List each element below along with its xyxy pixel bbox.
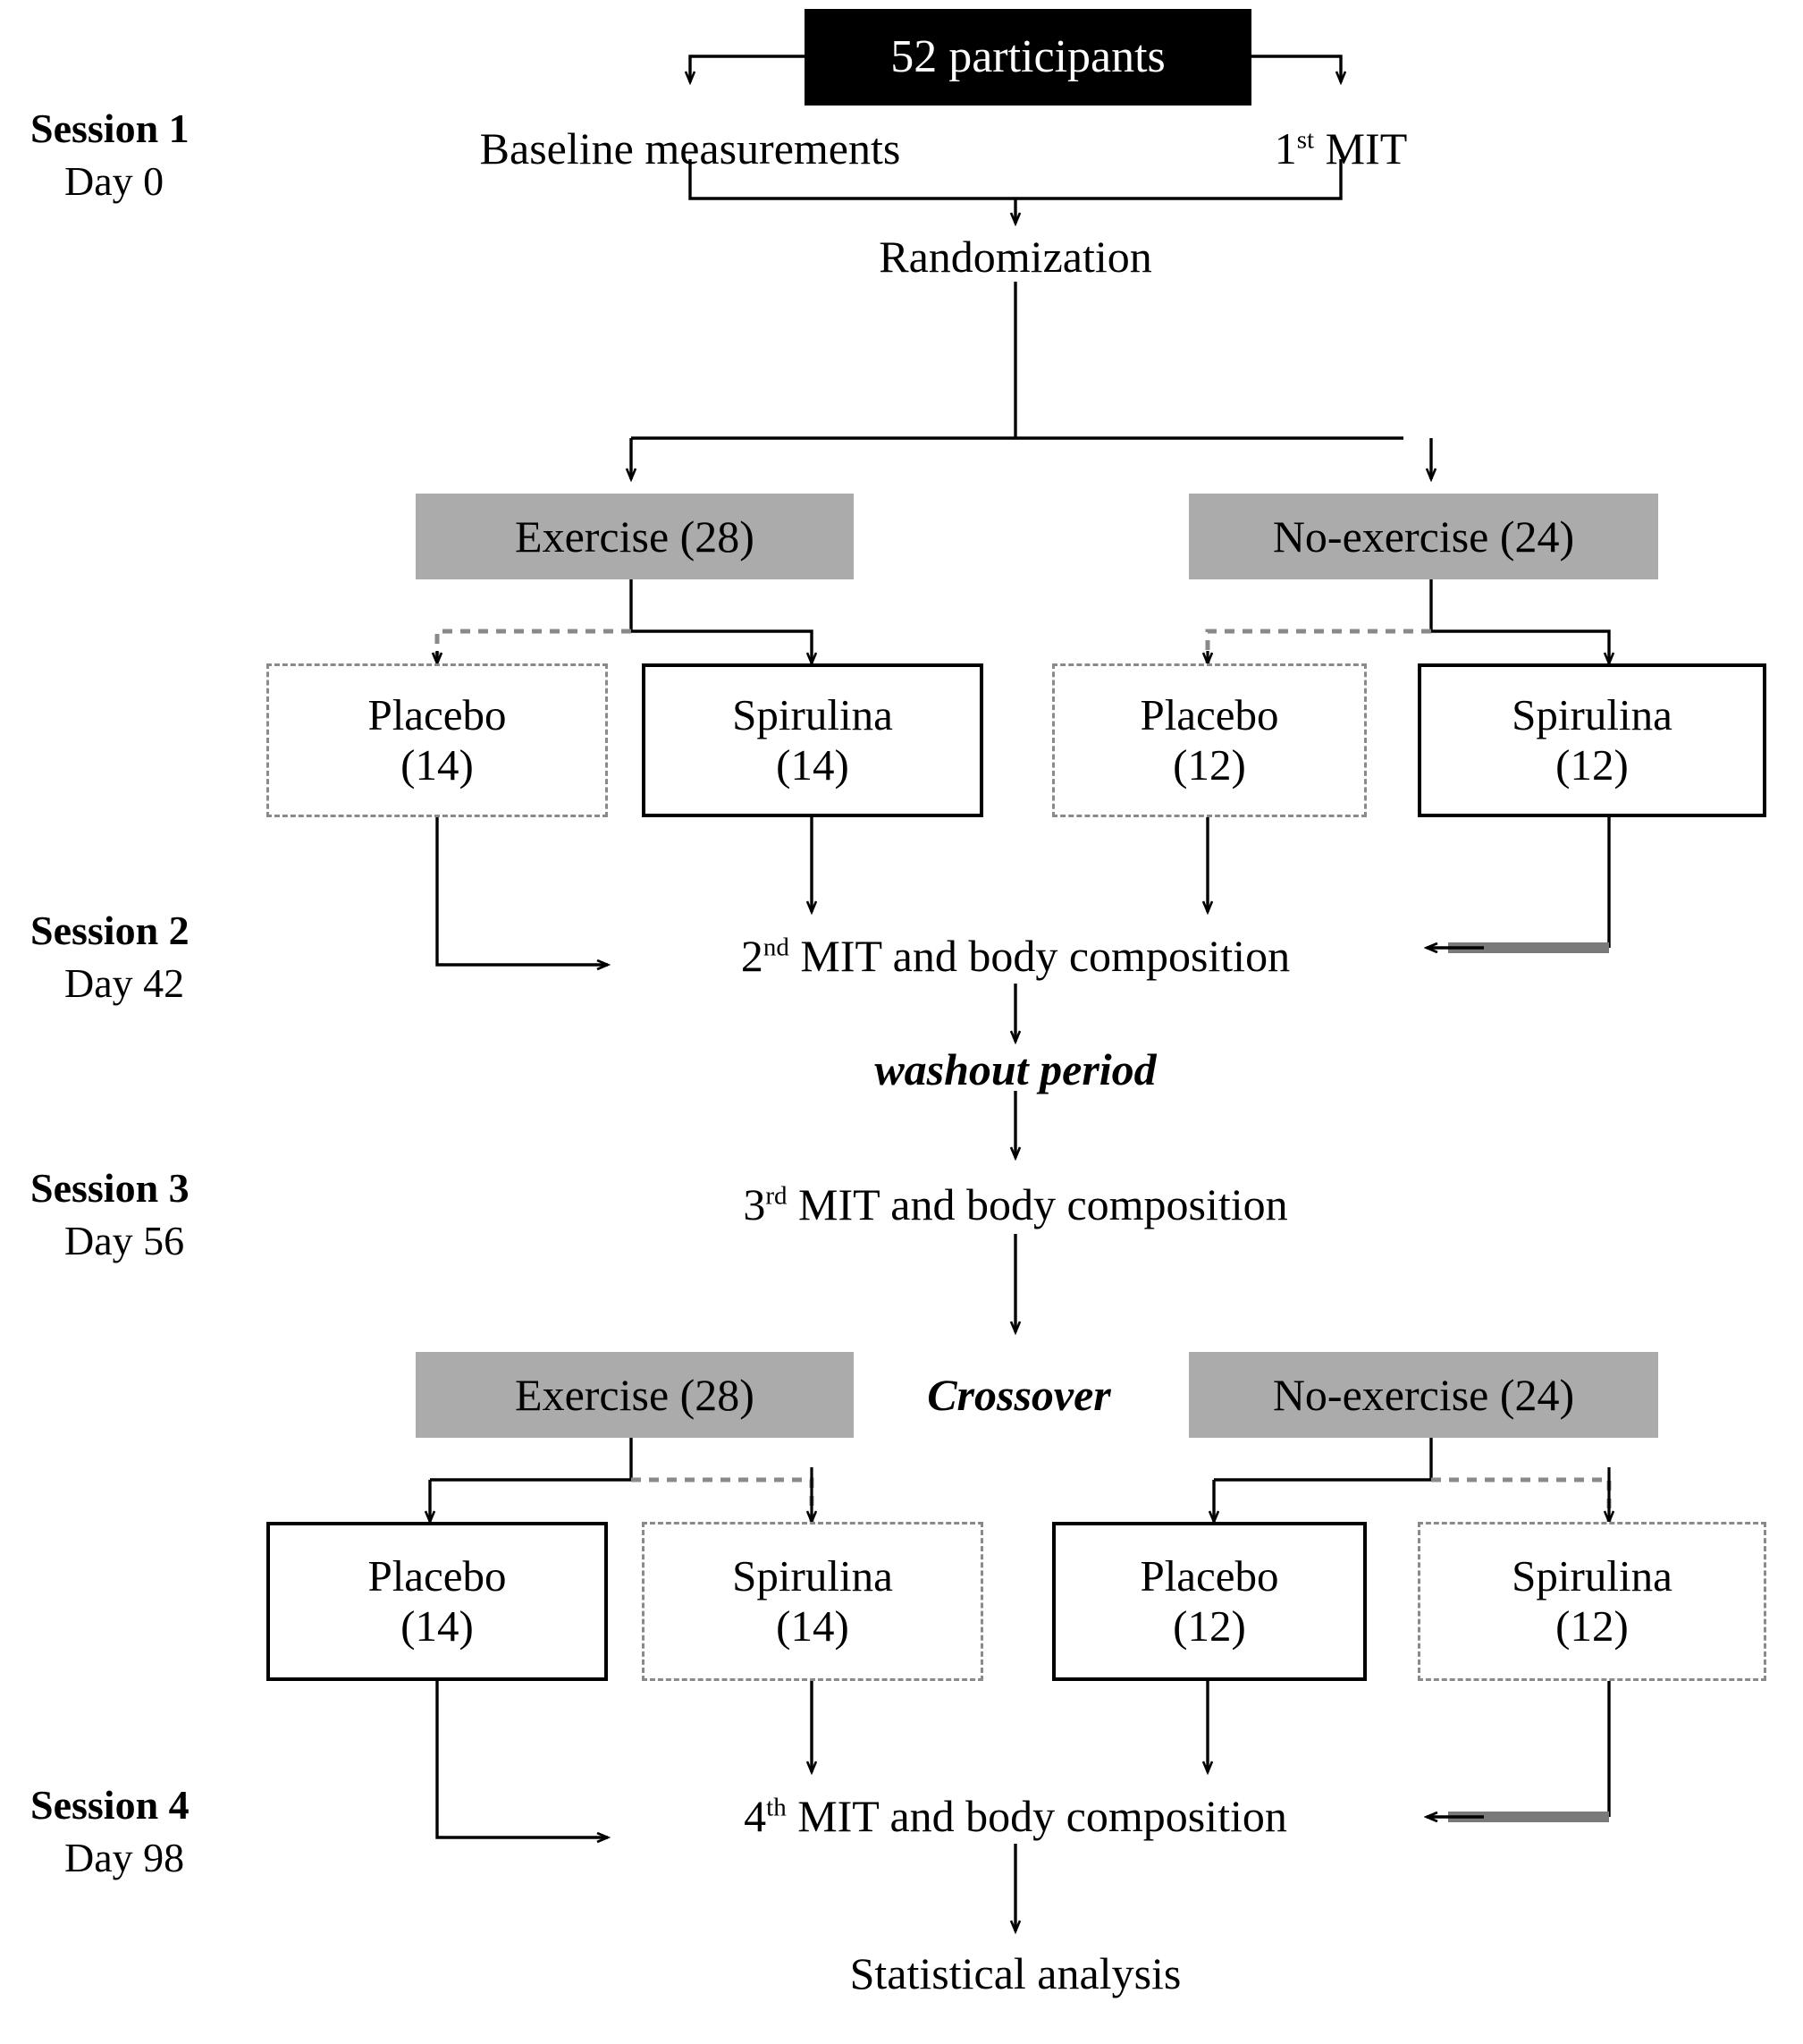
session-2-title: Session 2 [30, 908, 190, 953]
session-4-title: Session 4 [30, 1782, 190, 1828]
session-2-day: Day 42 [64, 959, 185, 1006]
node-no-exercise-group-1: No-exercise (24) [1189, 494, 1658, 579]
spirulina-no-exercise-2-text: Spirulina (12) [1512, 1551, 1672, 1651]
randomization-label: Randomization [879, 231, 1152, 282]
placebo-no-exercise-2-count: (12) [1173, 1601, 1246, 1651]
session-4-day: Day 98 [64, 1834, 185, 1880]
node-second-mit: 2nd MIT and body composition [613, 930, 1418, 982]
node-statistical-analysis: Statistical analysis [747, 1947, 1284, 1999]
crossover-label: Crossover [927, 1369, 1111, 1420]
session-3-title: Session 3 [30, 1165, 190, 1211]
node-52-participants: 52 participants [805, 9, 1251, 106]
placebo-exercise-1-text: Placebo (14) [367, 690, 506, 790]
washout-label: washout period [874, 1043, 1157, 1094]
spirulina-no-exercise-2-count: (12) [1555, 1601, 1629, 1651]
spirulina-exercise-2-name: Spirulina [732, 1551, 893, 1601]
spirulina-exercise-2-text: Spirulina (14) [732, 1551, 893, 1651]
spirulina-exercise-2-count: (14) [776, 1601, 849, 1651]
spirulina-exercise-1-text: Spirulina (14) [732, 690, 893, 790]
placebo-exercise-2-name: Placebo [367, 1551, 507, 1601]
node-spirulina-no-exercise-1: Spirulina (12) [1418, 663, 1766, 817]
node-spirulina-exercise-1: Spirulina (14) [642, 663, 983, 817]
node-placebo-exercise-2: Placebo (14) [266, 1522, 608, 1681]
placebo-no-exercise-2-name: Placebo [1140, 1551, 1279, 1601]
spirulina-exercise-1-name: Spirulina [732, 690, 893, 740]
placebo-no-exercise-2-text: Placebo (12) [1140, 1551, 1278, 1651]
node-placebo-exercise-1: Placebo (14) [266, 663, 608, 817]
spirulina-no-exercise-1-name: Spirulina [1512, 690, 1672, 740]
node-randomization: Randomization [792, 231, 1239, 283]
placebo-exercise-2-text: Placebo (14) [367, 1551, 506, 1651]
participants-label: 52 participants [890, 31, 1166, 83]
node-spirulina-no-exercise-2: Spirulina (12) [1418, 1522, 1766, 1681]
node-no-exercise-group-2: No-exercise (24) [1189, 1352, 1658, 1438]
node-washout-period: washout period [792, 1044, 1239, 1094]
session-3-day: Day 56 [64, 1217, 185, 1263]
session-label-2: Session 2 Day 42 [30, 905, 190, 1010]
baseline-label: Baseline measurements [479, 122, 901, 173]
node-first-mit: 1st MIT [1225, 123, 1457, 173]
fourth-mit-label: 4th MIT and body composition [744, 1790, 1287, 1841]
node-placebo-no-exercise-1: Placebo (12) [1052, 663, 1367, 817]
placebo-no-exercise-1-name: Placebo [1140, 690, 1279, 740]
exercise-2-label: Exercise (28) [515, 1369, 754, 1420]
spirulina-no-exercise-1-count: (12) [1555, 740, 1629, 790]
session-label-4: Session 4 Day 98 [30, 1779, 190, 1885]
session-1-title: Session 1 [30, 106, 190, 151]
node-exercise-group-2: Exercise (28) [416, 1352, 854, 1438]
exercise-1-label: Exercise (28) [515, 511, 754, 562]
third-mit-label: 3rd MIT and body composition [743, 1178, 1288, 1229]
no-exercise-1-label: No-exercise (24) [1272, 511, 1575, 562]
placebo-exercise-1-count: (14) [400, 740, 474, 790]
placebo-no-exercise-1-text: Placebo (12) [1140, 690, 1278, 790]
session-label-1: Session 1 Day 0 [30, 103, 190, 208]
node-spirulina-exercise-2: Spirulina (14) [642, 1522, 983, 1681]
node-baseline-measurements: Baseline measurements [422, 123, 958, 173]
no-exercise-2-label: No-exercise (24) [1272, 1369, 1575, 1420]
spirulina-no-exercise-2-name: Spirulina [1512, 1551, 1672, 1601]
second-mit-label: 2nd MIT and body composition [740, 930, 1291, 981]
placebo-no-exercise-1-count: (12) [1173, 740, 1246, 790]
node-placebo-no-exercise-2: Placebo (12) [1052, 1522, 1367, 1681]
statistical-analysis-label: Statistical analysis [849, 1947, 1182, 1998]
node-fourth-mit: 4th MIT and body composition [613, 1790, 1418, 1842]
placebo-exercise-2-count: (14) [400, 1601, 474, 1651]
session-label-3: Session 3 Day 56 [30, 1162, 190, 1268]
node-exercise-group-1: Exercise (28) [416, 494, 854, 579]
spirulina-no-exercise-1-text: Spirulina (12) [1512, 690, 1672, 790]
session-1-day: Day 0 [64, 157, 164, 204]
node-third-mit: 3rd MIT and body composition [613, 1178, 1418, 1230]
placebo-exercise-1-name: Placebo [367, 690, 507, 740]
node-crossover-label: Crossover [885, 1370, 1153, 1420]
spirulina-exercise-1-count: (14) [776, 740, 849, 790]
first-mit-label: 1st MIT [1274, 122, 1408, 173]
